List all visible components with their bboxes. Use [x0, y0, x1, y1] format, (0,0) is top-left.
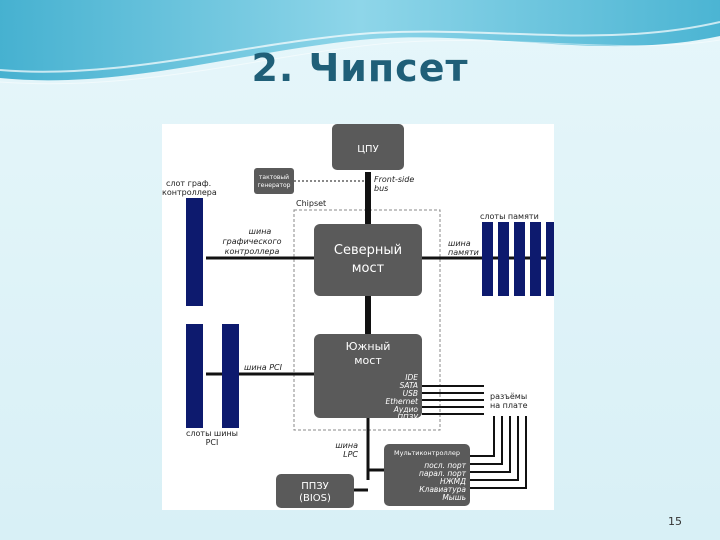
- mem-slots-label: слоты памяти: [480, 212, 539, 221]
- onboard-label-1: разъёмы: [490, 392, 527, 401]
- north-bridge-label-1: Северный: [334, 243, 402, 258]
- pci-slots-label-1: слоты шины: [186, 429, 238, 438]
- cpu-label: ЦПУ: [357, 144, 378, 155]
- super-io-lines: [468, 416, 526, 488]
- gfx-bus-label-1: шина: [249, 227, 272, 236]
- fsb-label-1: Front-side: [374, 175, 414, 184]
- lpc-bus-label-1: шина: [335, 441, 358, 450]
- slide-title: 2. Чипсет: [0, 46, 720, 90]
- north-bridge-box: [314, 224, 422, 296]
- mem-bus-label-1: шина: [448, 239, 471, 248]
- clock-generator-box: [254, 168, 294, 194]
- mem-bus-label-2: памяти: [448, 248, 479, 257]
- bios-label-2: (BIOS): [299, 493, 331, 504]
- gfx-slot-label-1: слот граф.: [166, 179, 211, 188]
- south-iface-rom: ППЗУ: [397, 413, 418, 422]
- south-bridge-label-2: мост: [354, 354, 382, 367]
- south-interface-lines: [422, 386, 484, 414]
- gfx-slot-label-2: контроллера: [162, 188, 217, 197]
- gfx-bus-label-3: контроллера: [225, 247, 280, 256]
- clock-gen-label-1: тактовый: [259, 174, 289, 181]
- super-io-mouse: Мышь: [442, 493, 466, 502]
- clock-gen-label-2: генератор: [258, 182, 291, 189]
- pci-slots: [186, 324, 239, 428]
- north-bridge-label-2: мост: [352, 261, 385, 276]
- gfx-bus-label-2: графического: [222, 237, 281, 246]
- fsb-label-2: bus: [374, 184, 388, 193]
- onboard-label-2: на плате: [490, 401, 528, 410]
- chipset-diagram-svg: ЦПУ тактовый генератор Северный мост Южн…: [162, 124, 554, 510]
- gfx-slot: [186, 198, 203, 306]
- super-io-title: Мультиконтроллер: [394, 449, 460, 457]
- page-number: 15: [668, 515, 682, 528]
- bios-label-1: ППЗУ: [301, 481, 329, 492]
- pci-slots-label-2: PCI: [206, 438, 219, 447]
- lpc-bus-label-2: LPC: [343, 450, 358, 459]
- chipset-diagram: ЦПУ тактовый генератор Северный мост Южн…: [162, 124, 554, 510]
- chipset-label: Chipset: [296, 199, 326, 208]
- south-bridge-label-1: Южный: [346, 340, 391, 353]
- pci-bus-label: шина PCI: [244, 363, 283, 372]
